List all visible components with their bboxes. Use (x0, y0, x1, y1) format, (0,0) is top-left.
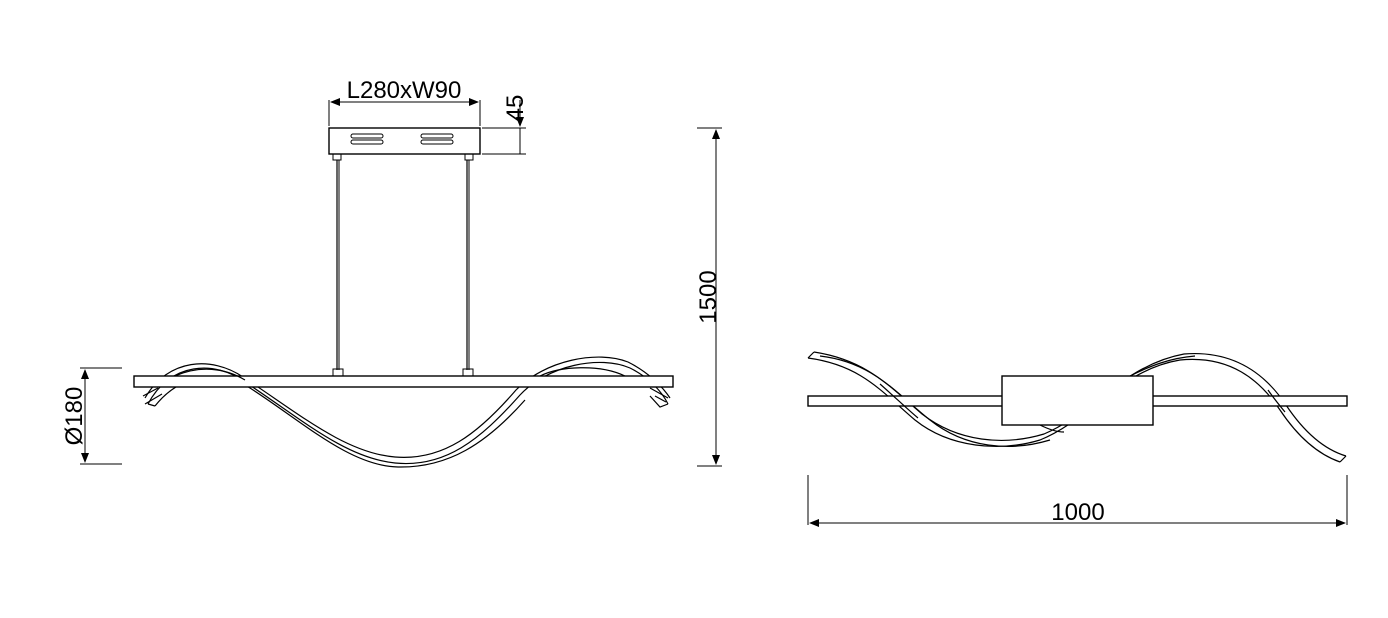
wave-led-ribbon (144, 356, 671, 468)
overall-height-label: 1500 (695, 270, 722, 323)
overall-height-dimension: 1500 (695, 127, 722, 467)
horizontal-light-bar (133, 375, 674, 388)
front-view: L280xW90 45 1500 Ø180 (61, 77, 722, 468)
length-label: 1000 (1051, 499, 1104, 526)
canopy-height-label: 45 (502, 95, 529, 122)
top-canopy-box (1001, 375, 1154, 426)
top-view: 1000 (807, 351, 1348, 527)
canopy-width-dimension: L280xW90 (328, 77, 481, 126)
length-dimension: 1000 (807, 475, 1348, 527)
diameter-dimension: Ø180 (61, 367, 122, 465)
wave-ribbon-front (142, 367, 669, 405)
canopy-height-dimension: 45 (482, 95, 529, 155)
suspension-cables (332, 160, 474, 377)
top-ribbon-over-canopy (1039, 355, 1196, 433)
canopy-size-label: L280xW90 (347, 77, 462, 104)
top-wave-ribbon-front (879, 383, 1286, 419)
diameter-label: Ø180 (61, 387, 88, 446)
ceiling-canopy (328, 127, 481, 161)
